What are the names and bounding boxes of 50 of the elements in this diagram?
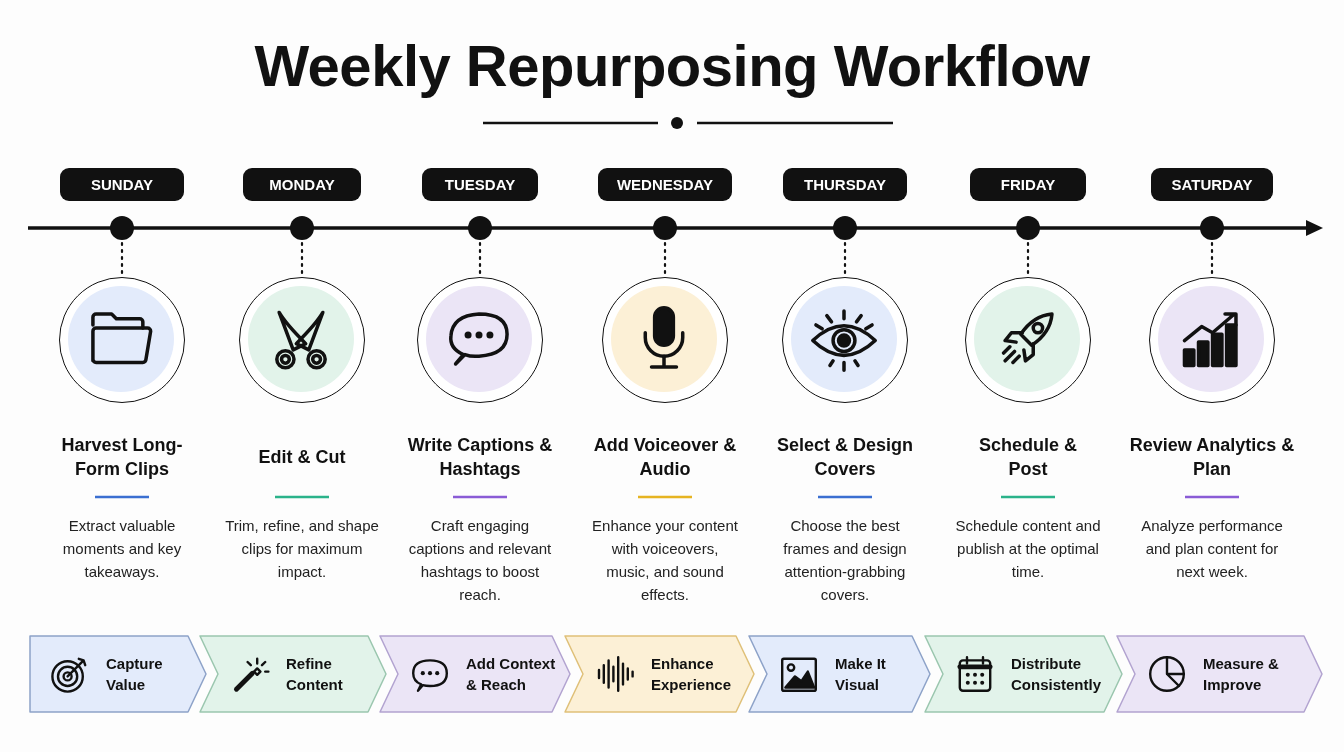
dotted-connector	[478, 241, 482, 276]
dotted-connector	[1026, 241, 1030, 276]
step-title: Select & Design Covers	[775, 434, 914, 481]
step-panel	[1115, 634, 1324, 714]
timeline-dot	[468, 216, 492, 240]
day-tag: FRIDAY	[970, 168, 1086, 201]
step-title: Schedule & Post	[978, 434, 1078, 481]
step-description: Enhance your content with voiceovers, music, and sound effects.	[591, 516, 739, 605]
day-tag: THURSDAY	[783, 168, 907, 201]
step-description: Extract valuable moments and key takeaways.	[61, 516, 183, 582]
day-tag: TUESDAY	[422, 168, 538, 201]
step-title: Review Analytics & Plan	[1128, 434, 1296, 481]
day-tag: WEDNESDAY	[598, 168, 732, 201]
step-label: Capture Value	[106, 654, 164, 695]
timeline-dot	[1200, 216, 1224, 240]
dotted-connector	[120, 241, 124, 276]
dotted-connector	[300, 241, 304, 276]
timeline-dot	[833, 216, 857, 240]
day-tag: SUNDAY	[60, 168, 184, 201]
step-panel	[28, 634, 208, 714]
step-description: Schedule content and publish at the optimal time.	[954, 516, 1102, 582]
step-panel	[923, 634, 1124, 714]
step-title: Write Captions & Hashtags	[406, 434, 554, 481]
step-panel	[378, 634, 572, 714]
step-label: Add Context & Reach	[466, 654, 556, 695]
step-description: Craft engaging captions and relevant hashtags to boost reach.	[407, 516, 553, 605]
step-label: Distribute Consistently	[1011, 654, 1101, 695]
step-panel	[747, 634, 932, 714]
day-tag: MONDAY	[243, 168, 361, 201]
step-description: Analyze performance and plan content for next week.	[1140, 516, 1284, 582]
step-panel	[563, 634, 756, 714]
step-description: Trim, refine, and shape clips for maximum impact.	[225, 516, 379, 582]
timeline-dot	[290, 216, 314, 240]
timeline-dot	[653, 216, 677, 240]
timeline-dot	[110, 216, 134, 240]
step-title: Add Voiceover & Audio	[592, 434, 738, 481]
title: Weekly Repurposing Workflow	[253, 32, 1091, 99]
step-title: Harvest Long-Form Clips	[60, 434, 184, 481]
step-description: Choose the best frames and design attention-grabbing covers.	[782, 516, 908, 605]
timeline-dot	[1016, 216, 1040, 240]
step-title: Edit & Cut	[257, 446, 347, 469]
step-label: Make It Visual	[835, 654, 887, 695]
step-label: Enhance Experience	[651, 654, 733, 695]
step-label: Measure & Improve	[1203, 654, 1280, 695]
step-label: Refine Content	[286, 654, 344, 695]
day-tag: SATURDAY	[1151, 168, 1273, 201]
dotted-connector	[1210, 241, 1214, 276]
dotted-connector	[843, 241, 847, 276]
dotted-connector	[663, 241, 667, 276]
step-panel	[198, 634, 388, 714]
